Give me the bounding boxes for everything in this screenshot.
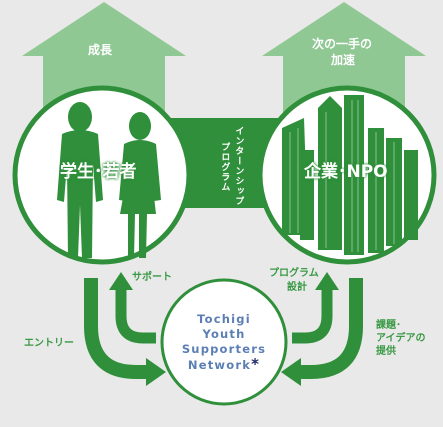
network-circle [160,278,288,406]
growth-arrow [22,2,186,120]
buildings-window-lines [289,100,395,252]
acceleration-label-line2: 加速 [331,53,356,67]
program-design-arrow [292,288,333,344]
internship-label-line2: プログラム [219,142,230,192]
network-name: Tochigi Youth Supporters Network* [165,312,283,373]
support-arrow [115,288,156,344]
issues-label-line2: アイデアの [376,333,426,344]
entry-label: エントリー [24,338,74,349]
issues-arrow [301,278,363,379]
students-label: 学生･若者 [60,162,137,182]
issues-arrow-head [281,358,301,386]
network-name-line4: Network [187,358,252,372]
support-label: サポート [132,272,172,283]
acceleration-arrow [262,2,426,120]
student-man-silhouette [57,102,103,258]
issues-label-line3: 提供 [376,346,396,357]
growth-label: 成長 [88,43,113,57]
program-design-arrow-head [315,272,339,290]
internship-label-line1: インターンシップ [233,126,244,206]
network-name-line3: Supporters [181,342,267,356]
network-name-line2: Youth [202,327,246,341]
program-design-label-line2: 設計 [287,282,307,293]
companies-label: 企業･NPO [304,162,388,182]
support-arrow-head [109,272,133,290]
buildings-illustration [282,95,418,255]
entry-arrow-head [146,358,166,386]
network-name-line1: Tochigi [197,312,251,326]
network-mark-icon: * [251,355,261,373]
entry-arrow [84,278,146,379]
program-design-label-line1: プログラム [269,268,319,279]
acceleration-label-line1: 次の一手の [312,37,373,51]
issues-label-line1: 課題･ [376,320,401,331]
student-woman-silhouette [119,112,161,258]
